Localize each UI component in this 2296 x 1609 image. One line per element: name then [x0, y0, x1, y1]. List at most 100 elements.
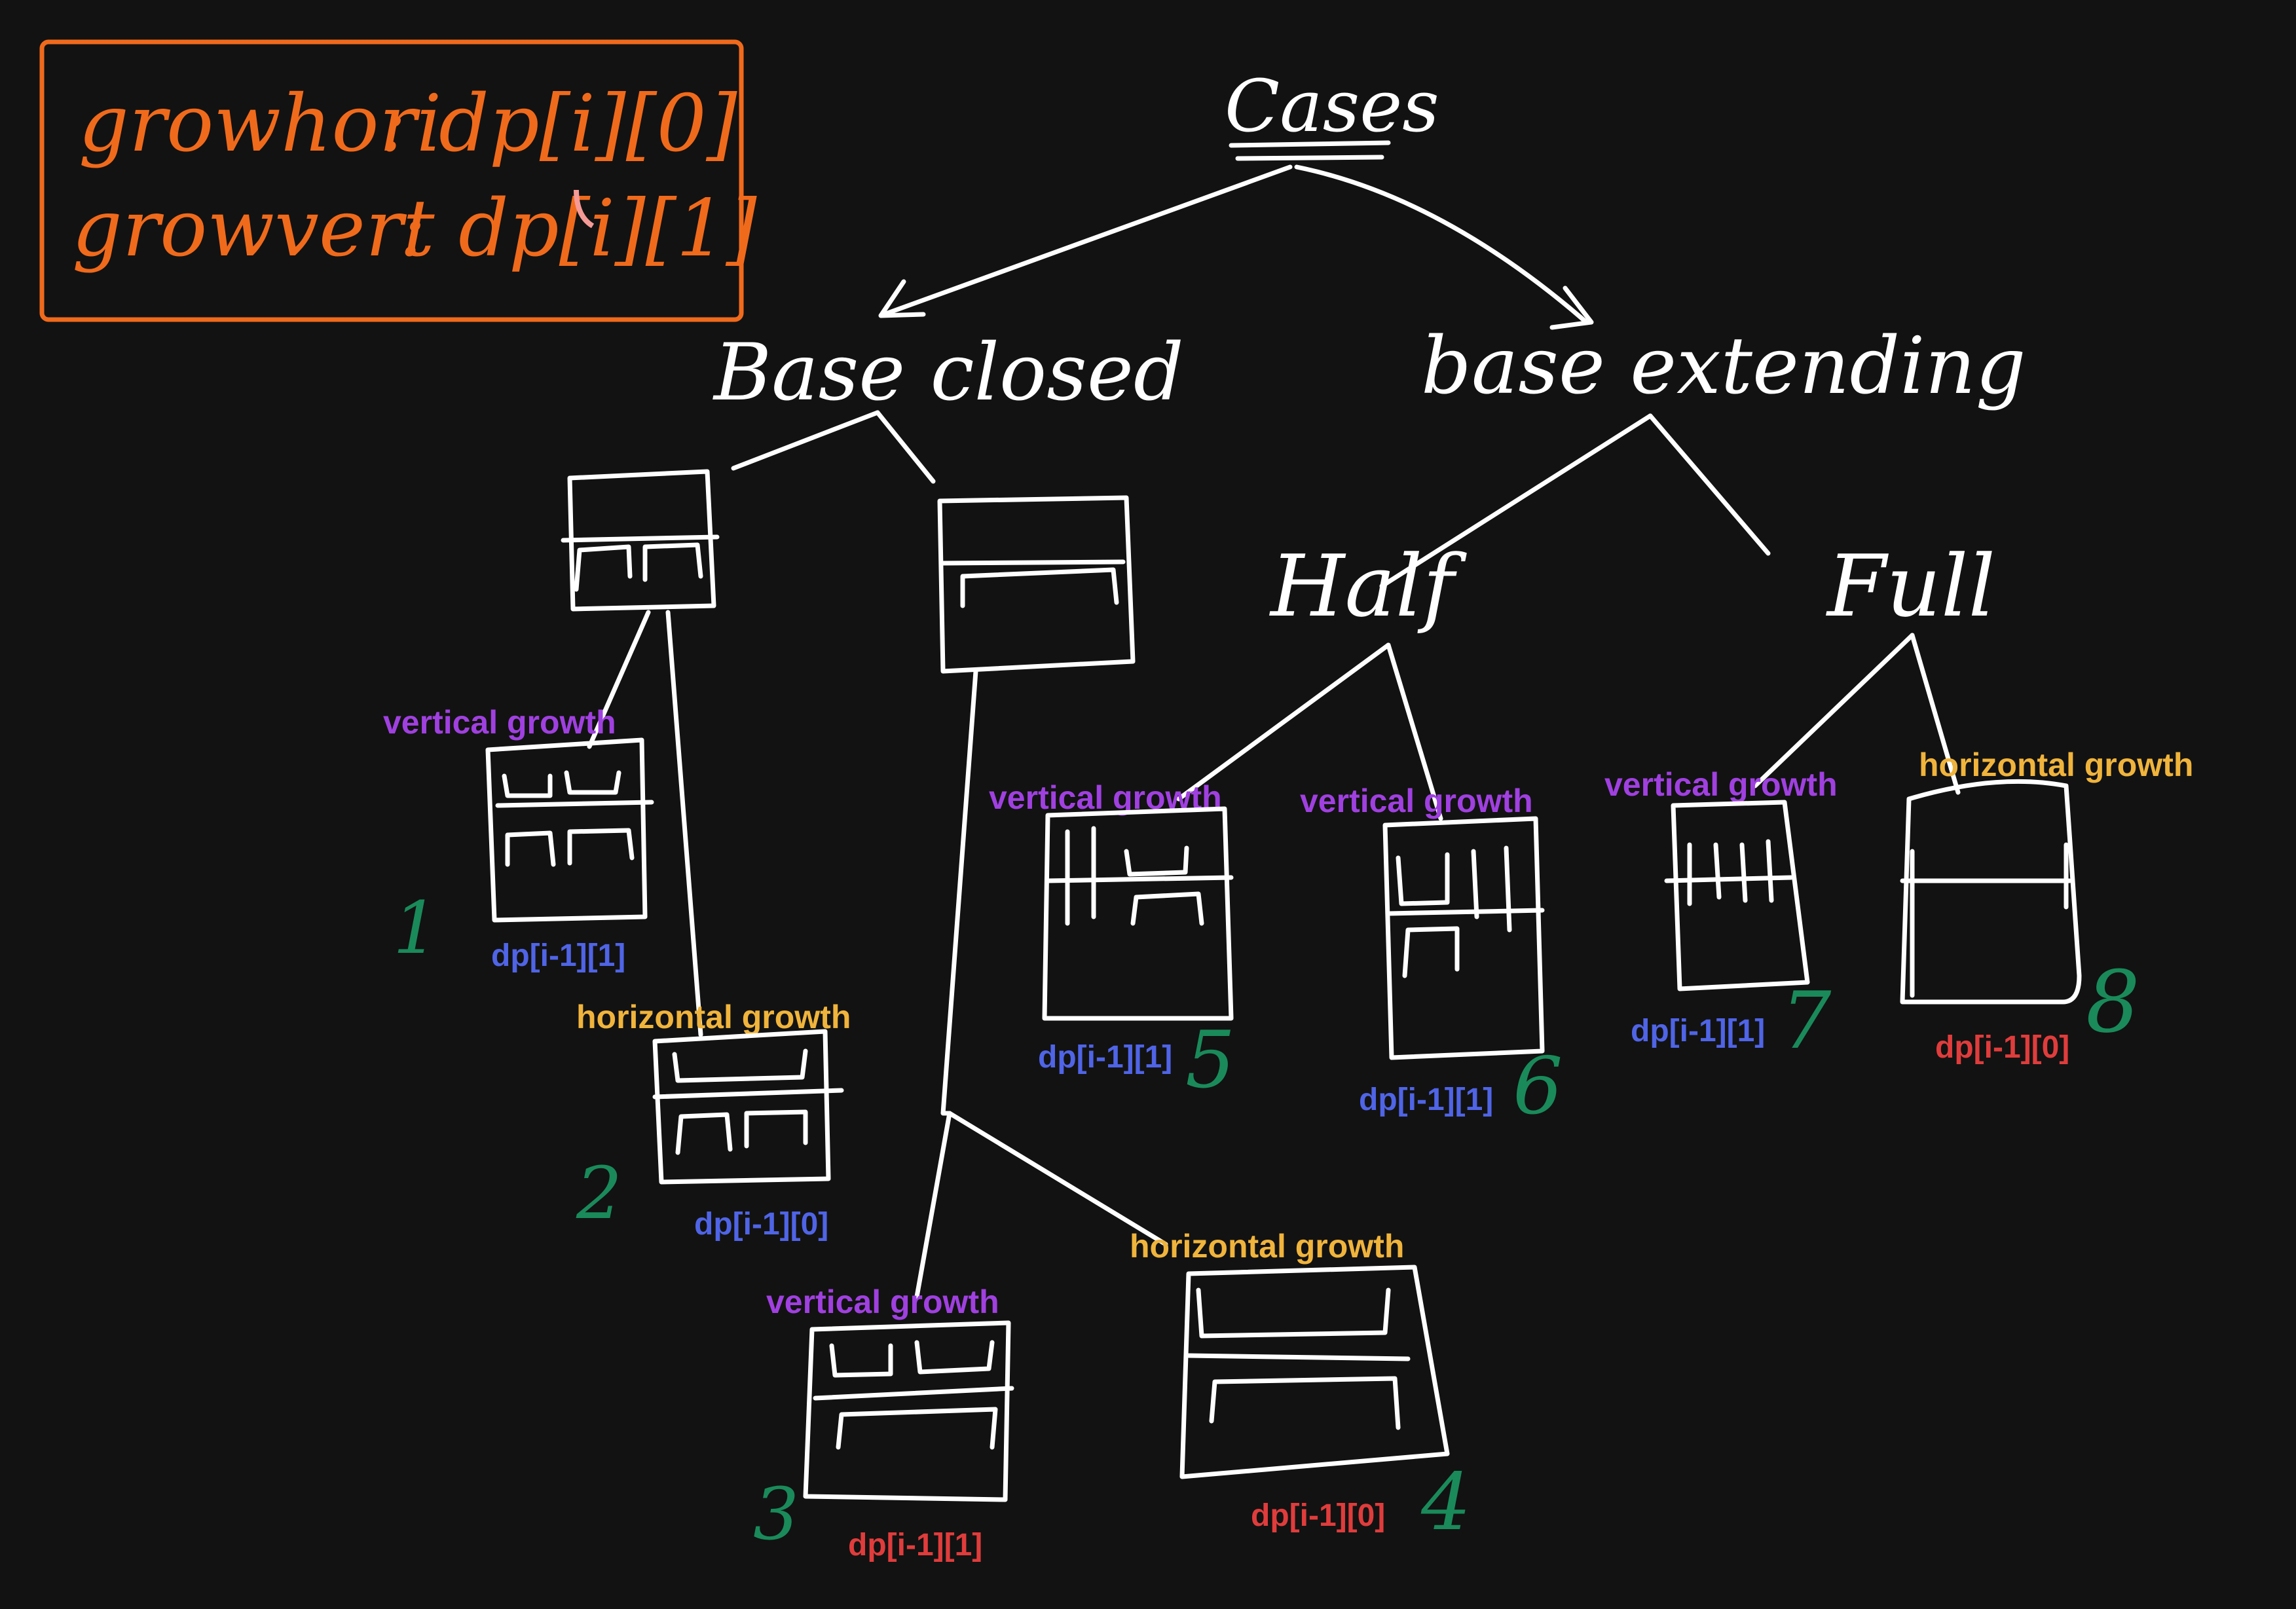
base-closed-box-a	[561, 469, 720, 612]
case-4-growth: horizontal growth	[1130, 1228, 1404, 1265]
case-1: vertical growth 1 dp[i-1][1]	[383, 704, 654, 973]
case-1-line	[495, 800, 654, 808]
left-arrowhead	[878, 279, 926, 318]
case-8-frame	[1900, 779, 2082, 1005]
boxA-to-case1	[587, 610, 651, 749]
case-5-bottom-piece	[1130, 891, 1204, 926]
legend-pink-mark	[574, 189, 595, 229]
case-4-line	[1186, 1353, 1411, 1361]
case-6-growth: vertical growth	[1300, 783, 1533, 819]
case-6: vertical growth 6 dp[i-1][1]	[1300, 783, 1563, 1132]
legend-growvert-name: growvert	[72, 183, 435, 274]
box-a-pieces	[574, 542, 703, 592]
case-5-line	[1045, 875, 1234, 883]
case-6-line	[1386, 908, 1545, 916]
full-to-case7	[1752, 633, 1915, 788]
case-7-growth: vertical growth	[1604, 766, 1838, 803]
half-to-case5	[1176, 642, 1391, 802]
case-4-top-piece	[1196, 1287, 1391, 1339]
boxA-to-case2	[665, 610, 703, 1037]
case-2-dp: dp[i-1][0]	[694, 1207, 828, 1242]
case-2-number: 2	[576, 1151, 622, 1235]
root-to-right-arrow	[1294, 164, 1587, 324]
case-6-bottom-piece	[1402, 926, 1460, 978]
case-5: vertical growth 5 dp[i-1][1]	[989, 779, 1235, 1106]
case-4: horizontal growth 4 dp[i-1][0]	[1130, 1228, 1471, 1548]
case-5-number: 5	[1185, 1015, 1235, 1106]
case-8: horizontal growth 8 dp[i-1][0]	[1900, 747, 2193, 1065]
box-b-pieces	[940, 559, 1126, 608]
case-6-frame	[1382, 816, 1545, 1060]
root-underline	[1229, 140, 1391, 161]
case-2: horizontal growth 2 dp[i-1][0]	[576, 999, 851, 1242]
case-8-dp: dp[i-1][0]	[1935, 1030, 2069, 1065]
case-1-number: 1	[393, 886, 439, 970]
closed-to-box-b	[875, 410, 936, 484]
case-1-top-pieces	[502, 770, 621, 798]
case-7: vertical growth 7 dp[i-1][1]	[1604, 766, 1838, 1067]
case-3-frame	[803, 1320, 1011, 1502]
case-7-pieces	[1687, 839, 1774, 906]
case-3-growth: vertical growth	[766, 1284, 999, 1320]
trunk-to-case3	[914, 1111, 952, 1299]
case-1-dp: dp[i-1][1]	[491, 938, 625, 973]
half-to-case6	[1386, 642, 1443, 821]
root-to-left-arrow	[881, 164, 1293, 317]
case-3-bottom-piece	[836, 1407, 998, 1450]
extending-to-full	[1648, 413, 1771, 556]
closed-to-box-a	[731, 410, 880, 471]
case-8-pieces	[1910, 842, 2069, 998]
case-5-dp: dp[i-1][1]	[1038, 1040, 1172, 1075]
box-a-frame	[567, 469, 716, 612]
case-5-frame	[1042, 806, 1234, 1021]
case-2-growth: horizontal growth	[576, 999, 851, 1035]
legend-growhori-value: dp[i][0]	[439, 79, 737, 170]
case-1-growth: vertical growth	[383, 704, 616, 741]
box-b-frame	[937, 495, 1136, 674]
boxB-trunk	[940, 669, 978, 1116]
case-3-top-pieces	[829, 1340, 995, 1378]
case-4-frame	[1179, 1265, 1450, 1479]
base-closed-box-b	[937, 495, 1136, 674]
case-6-number: 6	[1513, 1041, 1563, 1132]
case-2-bottom-pieces	[675, 1109, 808, 1155]
tree-titles: Cases Base closed base extending Half Fu…	[713, 64, 2026, 636]
case-3-line	[813, 1386, 1014, 1401]
case-2-frame	[652, 1029, 831, 1185]
case-2-top-piece	[672, 1048, 808, 1083]
legend-growvert-value: dp[i][1]	[458, 183, 757, 274]
box-a-line	[561, 534, 720, 543]
case-8-growth: horizontal growth	[1919, 747, 2193, 783]
connectors	[587, 164, 1961, 1299]
right-arrowhead	[1549, 286, 1594, 330]
case-6-dp: dp[i-1][1]	[1359, 1082, 1493, 1117]
case-2-line	[652, 1088, 844, 1100]
case-7-number: 7	[1781, 976, 1832, 1067]
case-4-number: 4	[1420, 1457, 1471, 1548]
legend-border	[39, 39, 744, 322]
base-extending-title: base extending	[1421, 321, 2026, 412]
case-8-number: 8	[2086, 952, 2140, 1052]
case-7-frame	[1671, 800, 1810, 991]
case-4-dp: dp[i-1][0]	[1251, 1498, 1385, 1533]
case-3-number: 3	[753, 1472, 799, 1556]
trunk-to-case4	[947, 1111, 1168, 1247]
case-4-bottom-piece	[1209, 1376, 1401, 1430]
full-to-case8	[1910, 633, 1961, 795]
legend-growhori-name: growhori	[79, 79, 441, 170]
case-3: vertical growth 3 dp[i-1][1]	[753, 1284, 1014, 1563]
case-5-pieces	[1065, 826, 1189, 926]
legend-box: growhori : dp[i][0] growvert : dp[i][1]	[39, 39, 757, 322]
case-3-dp: dp[i-1][1]	[848, 1528, 982, 1563]
case-7-dp: dp[i-1][1]	[1631, 1014, 1765, 1048]
base-closed-title: Base closed	[713, 327, 1184, 418]
case-1-frame	[485, 737, 648, 923]
full-title: Full	[1826, 536, 1995, 636]
legend-growvert-sep: :	[399, 183, 426, 274]
extending-to-half	[1379, 413, 1653, 589]
case-1-bottom-pieces	[505, 828, 635, 867]
root-title: Cases	[1225, 64, 1439, 148]
legend-growhori-sep: :	[380, 79, 406, 170]
case-6-pieces	[1396, 845, 1512, 933]
